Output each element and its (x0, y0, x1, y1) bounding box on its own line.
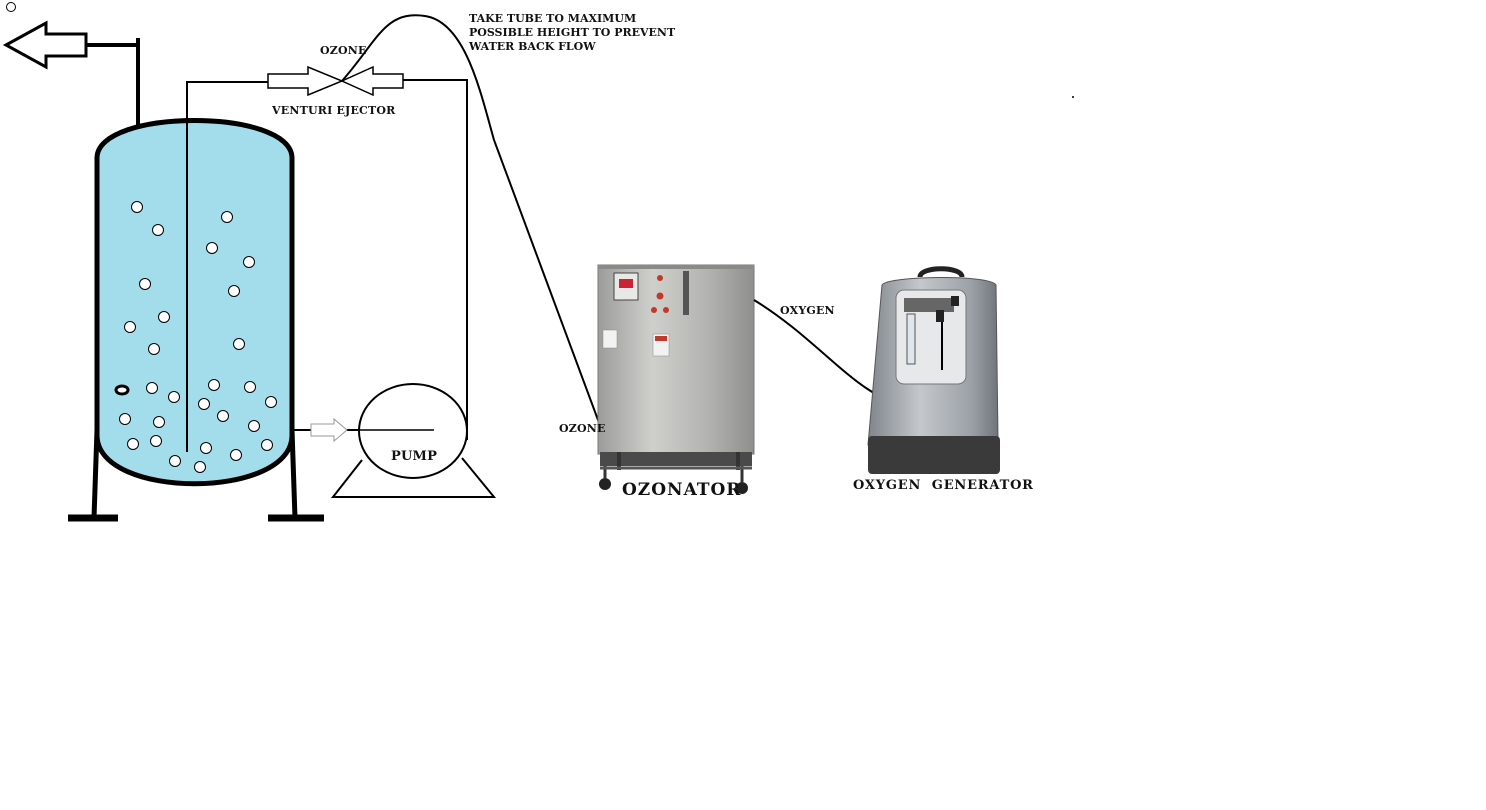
note-line-3: WATER BACK FLOW (469, 40, 596, 53)
venturi-ejector-label: VENTURI EJECTOR (272, 104, 396, 117)
note-line-1: TAKE TUBE TO MAXIMUM (469, 12, 637, 25)
ozone-top-label: OZONE (320, 44, 367, 57)
ozone-inlet-label: OZONE (559, 422, 606, 435)
oxygen-generator-machine (867, 266, 1000, 474)
ozonator-label: OZONATOR (622, 480, 742, 500)
ozonator-machine (597, 264, 755, 494)
oxygen-generator-label: OXYGEN GENERATOR (853, 478, 1034, 493)
flow-arrow (310, 417, 348, 443)
backflow-note: TAKE TUBE TO MAXIMUM POSSIBLE HEIGHT TO … (469, 12, 675, 54)
note-line-2: POSSIBLE HEIGHT TO PREVENT (469, 26, 676, 39)
venturi-ejector (267, 65, 404, 97)
ozone-tube (341, 14, 602, 429)
pump (330, 383, 497, 498)
pump-label: PUMP (391, 449, 438, 464)
ozone-bubbles (119, 201, 277, 473)
stray-dot (1072, 96, 1074, 98)
corner-circle (6, 2, 16, 12)
oxygen-label: OXYGEN (780, 304, 835, 317)
water-tank (68, 118, 324, 522)
outlet-arrow (2, 20, 140, 126)
